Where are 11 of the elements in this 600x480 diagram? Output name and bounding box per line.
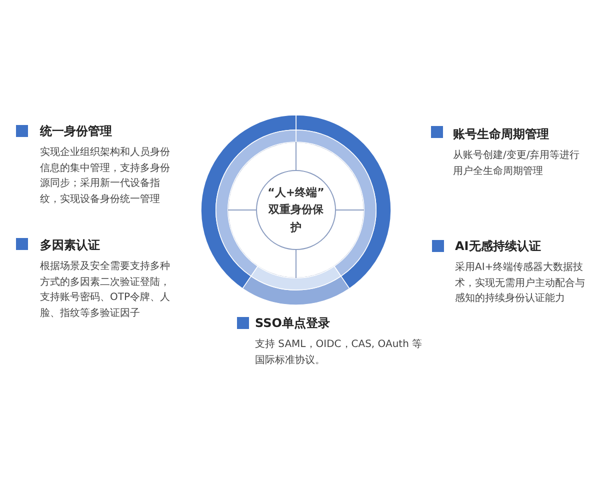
feature-heading: 统一身份管理 <box>40 123 112 140</box>
feature-description: 支持 SAML，OIDC，CAS, OAuth 等国际标准协议。 <box>255 338 424 368</box>
feature-description: 实现企业组织架构和人员身份信息的集中管理，支持多身份源同步；采用新一代设备指纹，实现设备身份统一管理 <box>40 146 171 206</box>
feature-heading: 多因素认证 <box>40 237 100 254</box>
feature-description: 根据场景及安全需要支持多种方式的多因素二次验证登陆，支持账号密码、OTP令牌、人脸、指纹等多验证因子 <box>40 260 172 320</box>
feature-description: 采用AI+终端传感器大数据技术，实现无需用户主动配合与感知的持续身份认证能力 <box>455 260 586 306</box>
feature-heading: AI无感持续认证 <box>455 238 541 255</box>
feature-heading: SSO单点登录 <box>255 315 330 332</box>
center-title: “人+终端” 双重身份保护 <box>266 184 326 236</box>
feature-heading: 账号生命周期管理 <box>453 126 549 143</box>
feature-description: 从账号创建/变更/弃用等进行用户全生命周期管理 <box>453 148 581 178</box>
